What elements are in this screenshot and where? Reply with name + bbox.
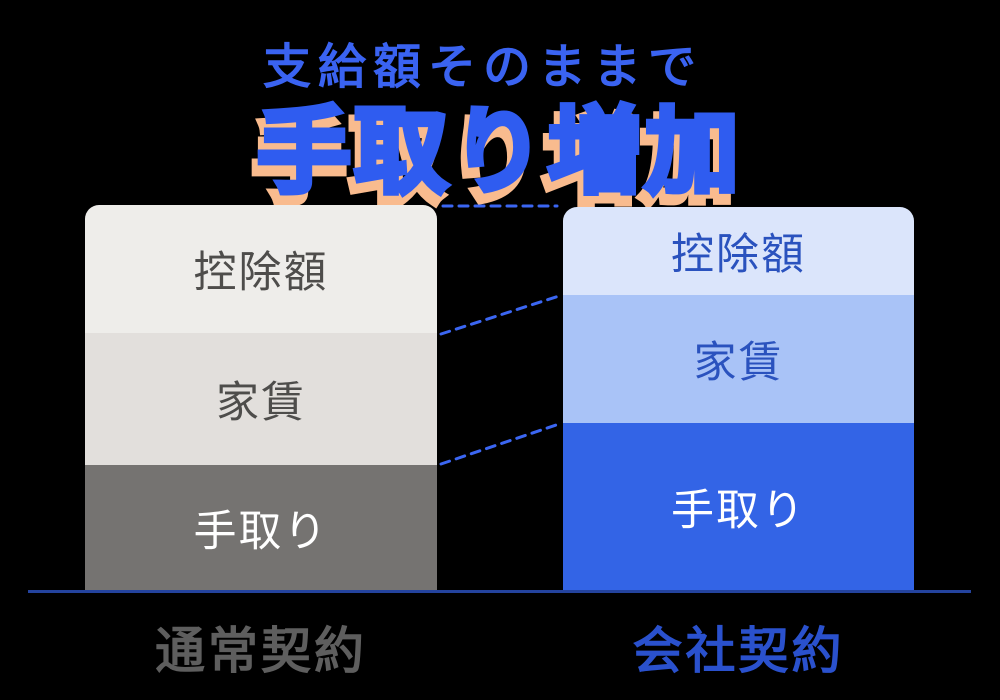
connector-bottom-dashed-line xyxy=(439,422,561,466)
segment-takehome-company-label: 手取り xyxy=(671,486,806,535)
segment-deduction-company-label: 控除額 xyxy=(671,231,806,279)
segment-rent-normal-label: 家賃 xyxy=(216,379,306,427)
label-company-contract: 会社契約 xyxy=(632,623,845,679)
title-main-outline-text: 手取り増加 xyxy=(255,97,743,207)
segment-takehome-normal-label: 手取り xyxy=(193,507,329,556)
label-normal-contract: 通常契約 xyxy=(155,623,367,679)
bar-company-contract: 控除額 家賃 手取り xyxy=(563,207,914,590)
segment-rent-normal: 家賃 xyxy=(85,333,437,465)
bar-normal-contract: 控除額 家賃 手取り xyxy=(85,205,437,590)
segment-takehome-company: 手取り xyxy=(563,423,914,590)
segment-deduction-normal-label: 控除額 xyxy=(193,249,329,297)
baseline-axis xyxy=(28,590,971,593)
segment-rent-company: 家賃 xyxy=(563,295,914,423)
segment-takehome-normal: 手取り xyxy=(85,465,437,590)
title-main: 手取り増加 手取り増加 xyxy=(0,76,1000,218)
segment-rent-company-label: 家賃 xyxy=(693,339,784,387)
title-main-shadow-text: 手取り増加 xyxy=(249,106,738,218)
title-subtitle: 支給額そのままで xyxy=(262,41,703,94)
connector-middle-dashed-line xyxy=(439,294,561,336)
segment-deduction-company: 控除額 xyxy=(563,207,914,295)
segment-deduction-normal: 控除額 xyxy=(85,205,437,333)
